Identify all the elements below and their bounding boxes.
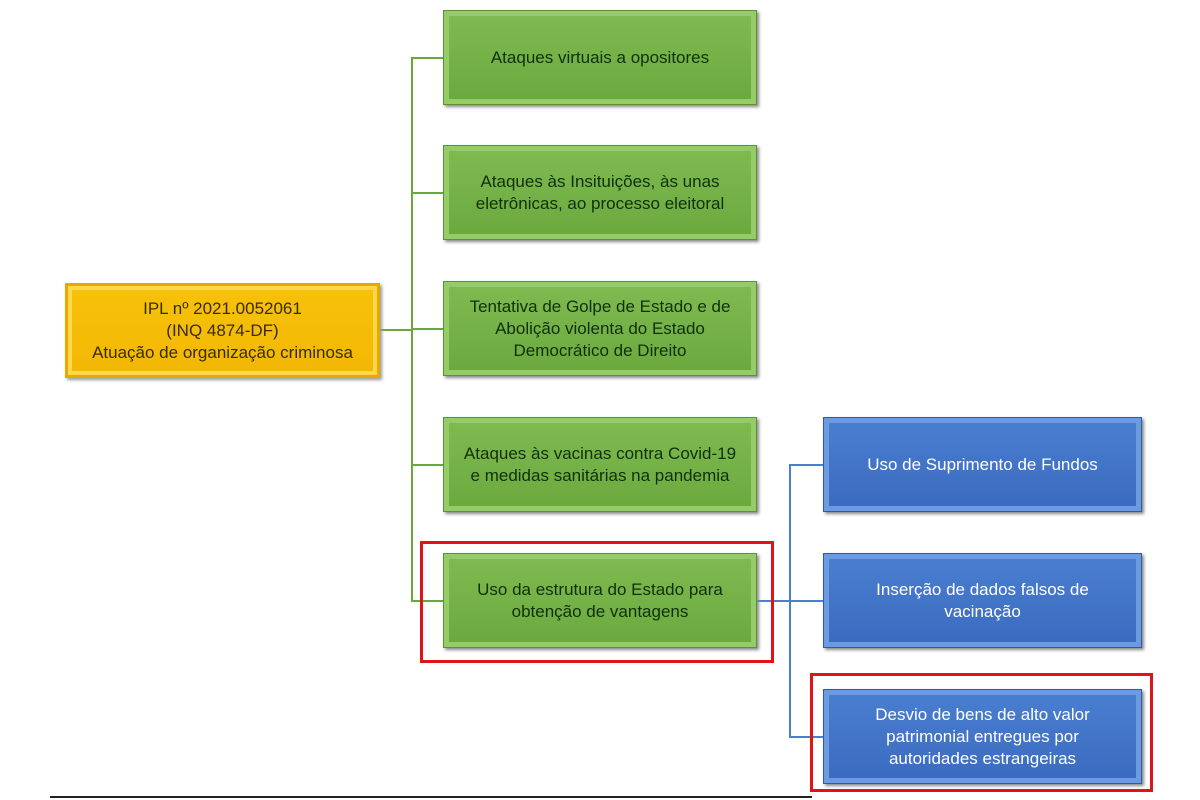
- bottom-rule: [50, 796, 812, 798]
- connector-sub: [757, 600, 791, 602]
- branch-node: Ataques às Insituições, às unas eletrôni…: [443, 145, 757, 240]
- connector-s2: [789, 600, 823, 602]
- connector-b1: [411, 57, 443, 59]
- branch-node: Uso da estrutura do Estado para obtenção…: [443, 553, 757, 648]
- connector-b4: [411, 464, 443, 466]
- branch-node: Ataques às vacinas contra Covid-19 e med…: [443, 417, 757, 512]
- root-node: IPL nº 2021.0052061 (INQ 4874-DF) Atuaçã…: [65, 283, 380, 378]
- connector-b2: [411, 192, 443, 194]
- connector-root: [380, 329, 413, 331]
- connector-s3: [789, 736, 823, 738]
- sub-branch-node: Desvio de bens de alto valor patrimonial…: [823, 689, 1142, 784]
- connector-b3: [411, 328, 443, 330]
- highlight-frame-branch: [420, 541, 774, 663]
- connector-s1: [789, 464, 823, 466]
- branch-node: Tentativa de Golpe de Estado e de Aboliç…: [443, 281, 757, 376]
- highlight-frame-sub-branch: [810, 673, 1153, 792]
- sub-branch-node: Uso de Suprimento de Fundos: [823, 417, 1142, 512]
- connector-b5: [411, 600, 443, 602]
- sub-branch-node: Inserção de dados falsos de vacinação: [823, 553, 1142, 648]
- branch-node: Ataques virtuais a opositores: [443, 10, 757, 105]
